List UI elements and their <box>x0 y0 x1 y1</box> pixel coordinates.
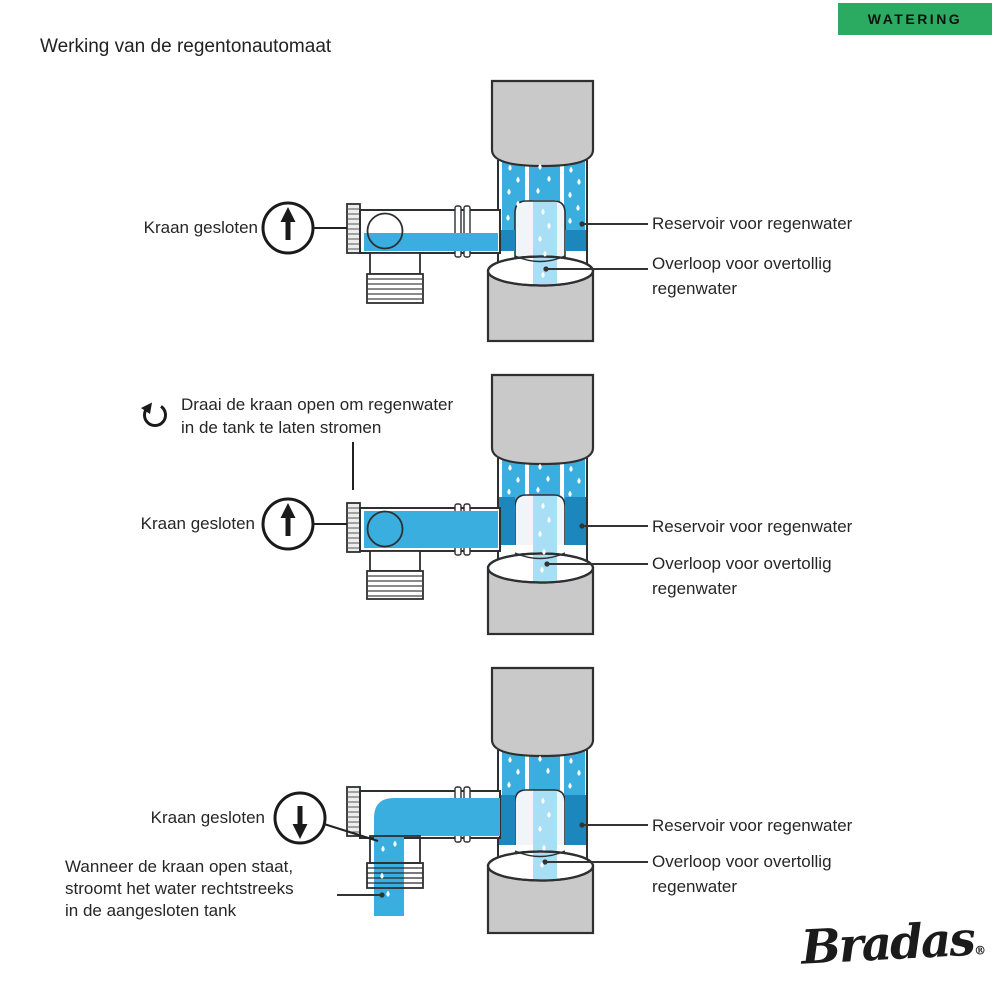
diagram-1-graphic <box>261 79 648 343</box>
tap-label-3: Kraan gesloten <box>150 808 265 827</box>
diagram-3-graphic <box>273 666 648 935</box>
valve-ball <box>366 212 404 250</box>
annotation-open-tap: Draai de kraan open om regenwater in de … <box>181 395 454 437</box>
watering-badge: WATERING <box>838 3 992 35</box>
page-title: Werking van de regentonautomaat <box>40 36 332 57</box>
arrow-up-icon <box>280 207 296 240</box>
valve-knob <box>346 786 361 837</box>
reservoir-water <box>498 230 588 251</box>
tap-state-indicator <box>261 497 347 551</box>
arrow-down-icon <box>292 806 308 839</box>
downpipe-top <box>490 373 595 466</box>
diagram-2-graphic <box>261 373 648 636</box>
label-overflow-1: Overloop voor overtollig regenwater <box>652 254 832 298</box>
reservoir-water <box>498 497 588 545</box>
valve-outlet <box>366 252 424 304</box>
tap-valve <box>346 786 501 916</box>
valve-outlet <box>366 550 424 600</box>
valve-ball <box>366 510 404 548</box>
valve-water <box>364 233 498 251</box>
caption-open-tap: Wanneer de kraan open staat, stroomt het… <box>65 857 294 920</box>
tap-label-2: Kraan gesloten <box>140 514 255 533</box>
pointer-lines <box>544 523 648 567</box>
registered-trademark-icon: ® <box>974 943 987 958</box>
downpipe-bottom <box>486 255 595 343</box>
valve-outlet <box>366 835 424 889</box>
pointer-lines <box>337 822 648 898</box>
valve-water-flow <box>374 798 500 916</box>
label-reservoir-1: Reservoir voor regenwater <box>652 214 853 233</box>
label-reservoir-2: Reservoir voor regenwater <box>652 517 853 536</box>
badge-label: WATERING <box>867 11 963 27</box>
pointer-line-tap <box>323 823 379 842</box>
valve-knob <box>346 502 361 553</box>
arrow-up-icon <box>280 503 296 536</box>
brand-logo-text: Bradas <box>799 911 976 976</box>
rotate-ccw-icon <box>141 402 167 428</box>
tap-state-indicator <box>261 201 347 255</box>
downpipe-top <box>490 79 595 168</box>
pointer-lines <box>543 221 648 272</box>
valve-water <box>364 511 498 548</box>
reservoir-water <box>498 795 588 845</box>
brand-logo: Bradas® <box>800 911 987 976</box>
tap-label-1: Kraan gesloten <box>143 218 258 237</box>
tap-valve <box>346 203 501 304</box>
downpipe-bottom <box>486 850 595 935</box>
label-overflow-3: Overloop voor overtollig regenwater <box>652 852 832 896</box>
valve-knob <box>346 203 361 254</box>
tap-valve <box>346 502 501 600</box>
label-reservoir-3: Reservoir voor regenwater <box>652 816 853 835</box>
label-overflow-2: Overloop voor overtollig regenwater <box>652 554 832 598</box>
tap-state-indicator <box>273 791 379 845</box>
downpipe-top <box>490 666 595 758</box>
downpipe-bottom <box>486 552 595 636</box>
